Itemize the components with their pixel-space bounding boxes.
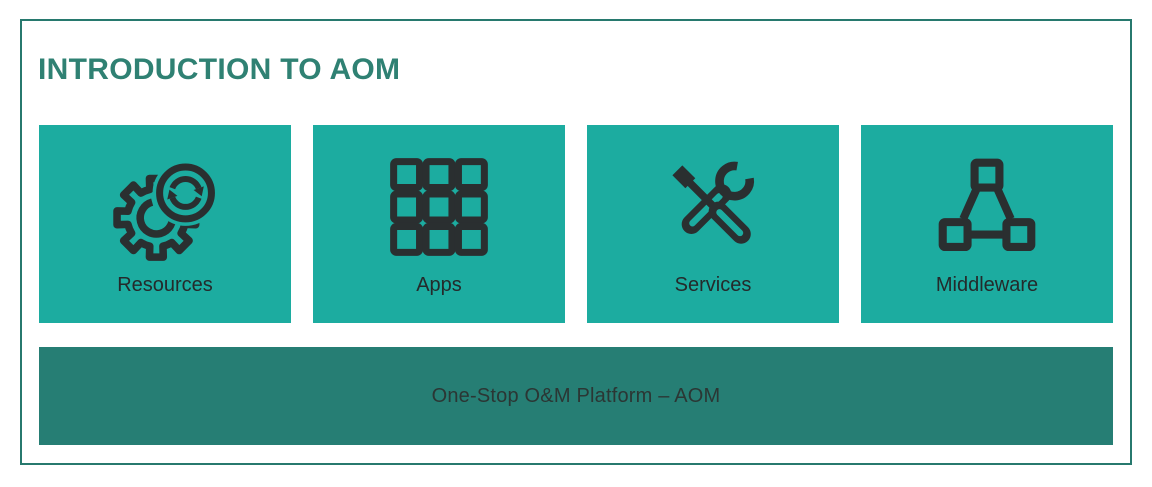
card-services: Services	[587, 125, 839, 323]
banner-label: One-Stop O&M Platform – AOM	[431, 384, 721, 407]
card-label: Services	[674, 274, 752, 296]
wrench-screwdriver-icon	[659, 153, 767, 261]
card-resources: Resources	[39, 125, 291, 323]
content-frame: INTRODUCTION TO AOM Resources	[20, 19, 1132, 465]
topology-icon	[933, 153, 1041, 261]
card-apps: Apps	[313, 125, 565, 323]
page-title: INTRODUCTION TO AOM	[38, 53, 401, 86]
card-middleware: Middleware	[861, 125, 1113, 323]
card-label: Apps	[416, 274, 462, 296]
card-label: Resources	[117, 274, 213, 296]
app-grid-icon	[385, 153, 493, 261]
cards-row: Resources	[39, 125, 1113, 323]
bottom-banner: One-Stop O&M Platform – AOM	[39, 347, 1113, 445]
card-label: Middleware	[935, 274, 1039, 296]
gear-sync-icon	[111, 153, 219, 261]
